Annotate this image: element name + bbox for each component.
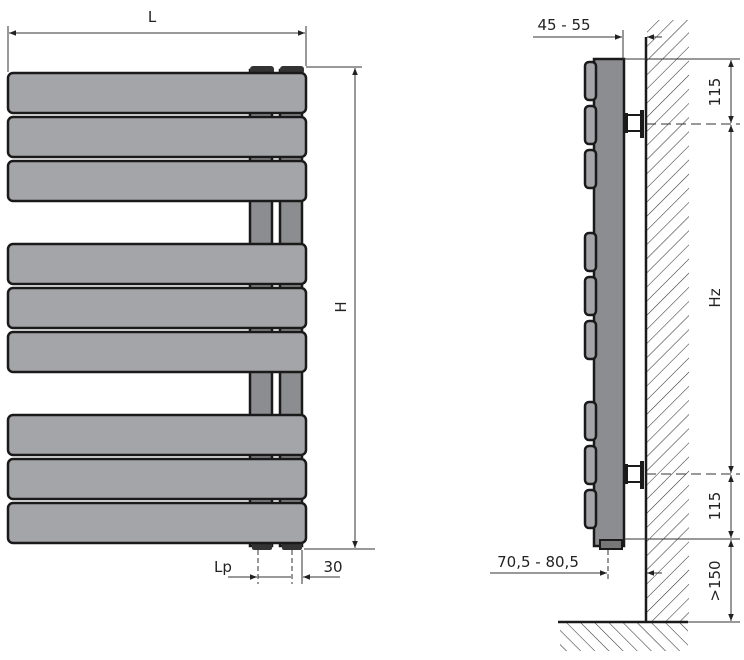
wall-bracket-bottom xyxy=(624,461,644,489)
panel-edge xyxy=(583,444,598,486)
side-view: 45 - 55 115 Hz 115 >150 70,5 - 80,5 xyxy=(490,16,740,651)
pipe-spacing-label: Lp xyxy=(214,558,232,576)
panel-edges xyxy=(583,60,598,530)
height-label: H xyxy=(332,301,350,312)
wall-bracket-top xyxy=(624,110,644,138)
radiator-panel xyxy=(6,71,308,115)
radiator-side-body xyxy=(592,57,626,548)
panel-edge xyxy=(583,60,598,102)
panel-edge xyxy=(583,400,598,442)
radiator-panel xyxy=(6,330,308,374)
front-view: L H Lp 30 xyxy=(6,8,375,584)
panel-edge xyxy=(583,231,598,273)
width-label: L xyxy=(148,8,157,26)
bottom-offset-label: 115 xyxy=(706,492,724,521)
bracket-spacing-label: Hz xyxy=(706,288,724,307)
radiator-panel xyxy=(6,413,308,457)
radiator-panels xyxy=(6,71,308,545)
radiator-panel xyxy=(6,501,308,545)
floor-clearance-label: >150 xyxy=(706,560,724,601)
radiator-panel xyxy=(6,286,308,330)
floor-hatch xyxy=(560,623,688,651)
top-offset-label: 115 xyxy=(706,78,724,107)
radiator-panel xyxy=(6,159,308,203)
bottom-valve xyxy=(599,539,623,550)
wall-hatch xyxy=(647,20,689,622)
panel-edge xyxy=(583,148,598,190)
wall-distance-label: 45 - 55 xyxy=(537,16,590,34)
radiator-panel xyxy=(6,457,308,501)
radiator-panel xyxy=(6,115,308,159)
pipe-wall-distance-label: 70,5 - 80,5 xyxy=(497,553,579,571)
panel-edge xyxy=(583,319,598,361)
panel-edge xyxy=(583,104,598,146)
panel-edge xyxy=(583,275,598,317)
panel-edge xyxy=(583,488,598,530)
radiator-panel xyxy=(6,242,308,286)
pipe-offset-label: 30 xyxy=(323,558,342,576)
